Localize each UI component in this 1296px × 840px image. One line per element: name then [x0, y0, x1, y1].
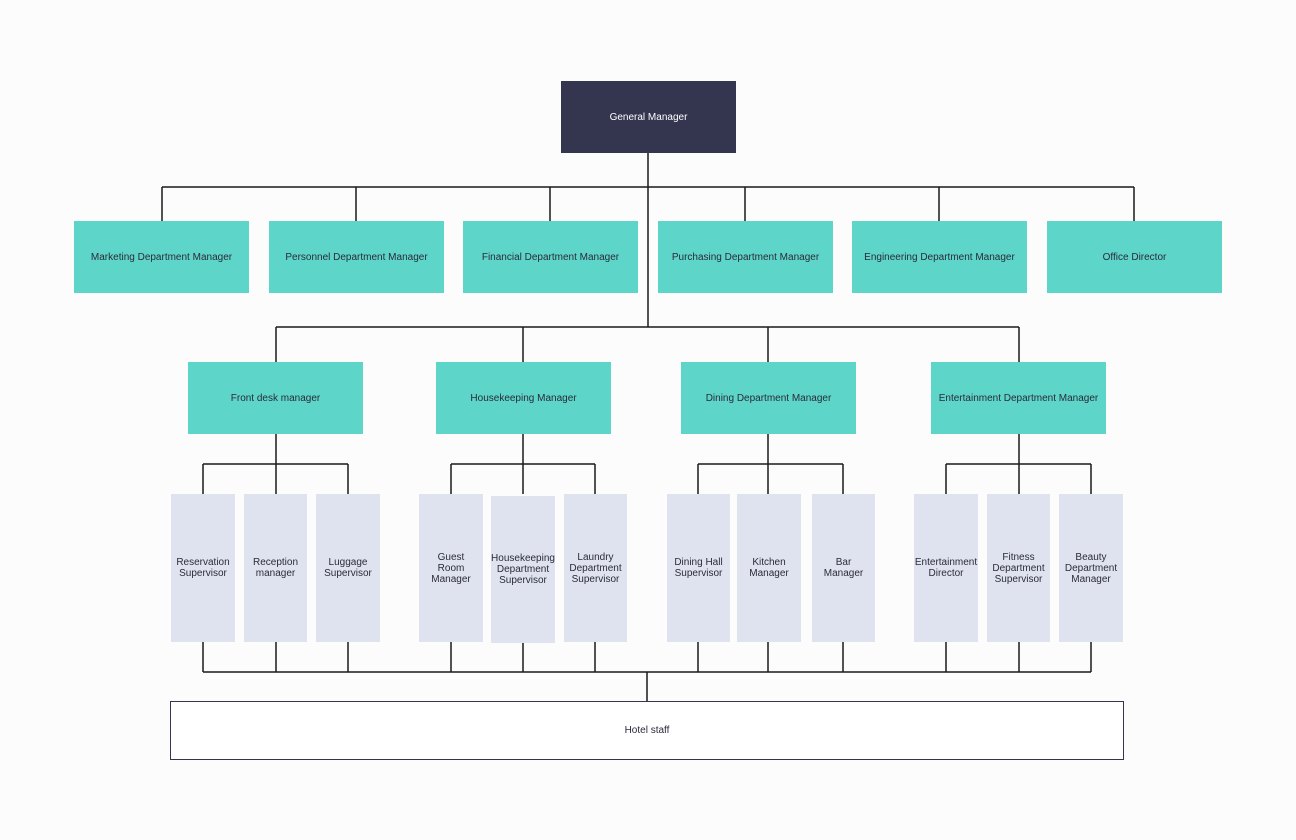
- office-director-box[interactable]: Office Director: [1047, 221, 1222, 293]
- reservation-supervisor-label: Reservation Supervisor: [176, 557, 230, 579]
- dining-hall-supervisor-box[interactable]: Dining Hall Supervisor: [667, 494, 730, 642]
- personnel-manager-label: Personnel Department Manager: [285, 251, 428, 263]
- front-desk-manager-label: Front desk manager: [230, 392, 321, 404]
- guest-room-manager-box[interactable]: Guest Room Manager: [419, 494, 483, 642]
- marketing-manager-box[interactable]: Marketing Department Manager: [74, 221, 249, 293]
- luggage-supervisor-box[interactable]: Luggage Supervisor: [316, 494, 380, 642]
- fitness-supervisor-box[interactable]: Fitness Department Supervisor: [987, 494, 1050, 642]
- purchasing-manager-box[interactable]: Purchasing Department Manager: [658, 221, 833, 293]
- reception-manager-label: Reception manager: [252, 557, 299, 579]
- financial-manager-label: Financial Department Manager: [481, 251, 620, 263]
- office-director-label: Office Director: [1102, 251, 1167, 263]
- housekeeping-manager-box[interactable]: Housekeeping Manager: [436, 362, 611, 434]
- bar-manager-label: Bar Manager: [823, 557, 864, 579]
- personnel-manager-box[interactable]: Personnel Department Manager: [269, 221, 444, 293]
- housekeeping-manager-label: Housekeeping Manager: [470, 392, 577, 404]
- general-manager-label: General Manager: [609, 111, 688, 123]
- financial-manager-box[interactable]: Financial Department Manager: [463, 221, 638, 293]
- dining-manager-label: Dining Department Manager: [705, 392, 832, 404]
- front-desk-manager-box[interactable]: Front desk manager: [188, 362, 363, 434]
- engineering-manager-label: Engineering Department Manager: [864, 251, 1015, 263]
- beauty-manager-box[interactable]: Beauty Department Manager: [1059, 494, 1123, 642]
- housekeeping-supervisor-box[interactable]: Housekeeping Department Supervisor: [491, 496, 555, 643]
- dining-hall-supervisor-label: Dining Hall Supervisor: [674, 557, 723, 579]
- general-manager-box[interactable]: General Manager: [561, 81, 736, 153]
- laundry-supervisor-box[interactable]: Laundry Department Supervisor: [564, 494, 627, 642]
- guest-room-manager-label: Guest Room Manager: [431, 551, 471, 585]
- kitchen-manager-label: Kitchen Manager: [749, 557, 789, 579]
- kitchen-manager-box[interactable]: Kitchen Manager: [737, 494, 801, 642]
- reservation-supervisor-box[interactable]: Reservation Supervisor: [171, 494, 235, 642]
- luggage-supervisor-label: Luggage Supervisor: [324, 557, 372, 579]
- entertainment-manager-box[interactable]: Entertainment Department Manager: [931, 362, 1106, 434]
- reception-manager-box[interactable]: Reception manager: [244, 494, 307, 642]
- engineering-manager-box[interactable]: Engineering Department Manager: [852, 221, 1027, 293]
- bar-manager-box[interactable]: Bar Manager: [812, 494, 875, 642]
- entertainment-manager-label: Entertainment Department Manager: [938, 392, 1099, 404]
- fitness-supervisor-label: Fitness Department Supervisor: [992, 551, 1045, 585]
- beauty-manager-label: Beauty Department Manager: [1064, 551, 1118, 585]
- hotel-staff-label: Hotel staff: [624, 725, 670, 736]
- dining-manager-box[interactable]: Dining Department Manager: [681, 362, 856, 434]
- hotel-staff-box[interactable]: Hotel staff: [170, 701, 1124, 760]
- housekeeping-supervisor-label: Housekeeping Department Supervisor: [491, 553, 555, 586]
- laundry-supervisor-label: Laundry Department Supervisor: [569, 551, 622, 585]
- entertainment-director-box[interactable]: Entertainment Director: [914, 494, 978, 642]
- purchasing-manager-label: Purchasing Department Manager: [671, 251, 820, 263]
- entertainment-director-label: Entertainment Director: [914, 557, 978, 579]
- marketing-manager-label: Marketing Department Manager: [90, 251, 233, 263]
